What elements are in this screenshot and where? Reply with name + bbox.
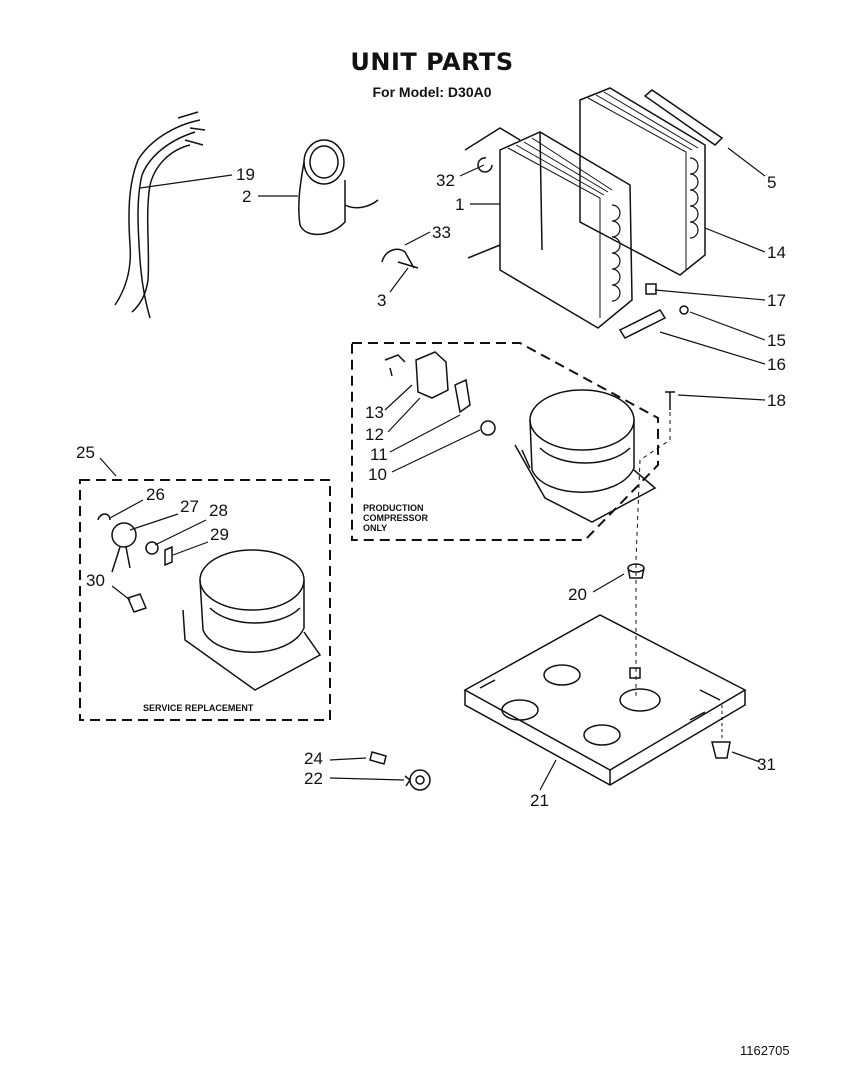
callout-11: 11 bbox=[370, 445, 388, 464]
relay-part bbox=[454, 378, 471, 414]
wire-clip-part bbox=[384, 354, 406, 377]
callout-30: 30 bbox=[86, 571, 105, 590]
callout-28: 28 bbox=[209, 501, 228, 520]
service-mount-part bbox=[126, 593, 148, 613]
callout-25: 25 bbox=[76, 443, 95, 462]
callout-26: 26 bbox=[146, 485, 165, 504]
production-compressor-part bbox=[514, 389, 657, 523]
callout-32: 32 bbox=[436, 171, 455, 190]
callout-24: 24 bbox=[304, 749, 323, 768]
callout-33: 33 bbox=[432, 223, 451, 242]
callout-18: 18 bbox=[767, 391, 786, 410]
small-clip-part bbox=[97, 513, 111, 521]
wiring-harness-part bbox=[114, 111, 206, 319]
screw-part bbox=[679, 305, 689, 315]
production-compressor-box bbox=[351, 342, 659, 541]
callout-15: 15 bbox=[767, 331, 786, 350]
overload-part bbox=[480, 420, 496, 436]
callout-22: 22 bbox=[304, 769, 323, 788]
callout-31: 31 bbox=[757, 755, 776, 774]
base-pan-part bbox=[463, 614, 747, 786]
callout-16: 16 bbox=[767, 355, 786, 374]
spring-part bbox=[369, 751, 387, 765]
callout-27: 27 bbox=[180, 497, 199, 516]
production-label-line3: ONLY bbox=[363, 523, 388, 533]
mount-screw-part bbox=[665, 391, 675, 410]
model-subtitle: For Model: D30A0 bbox=[372, 84, 492, 100]
leader-lines bbox=[99, 147, 766, 791]
seal-strip-part bbox=[643, 89, 724, 146]
ring-clip-part bbox=[477, 157, 493, 173]
callout-10: 10 bbox=[368, 465, 387, 484]
terminal-cover-part bbox=[111, 522, 137, 548]
document-number: 1162705 bbox=[740, 1043, 790, 1058]
callout-2: 2 bbox=[242, 187, 251, 206]
callout-labels: 19 2 33 3 32 1 5 14 17 15 16 18 13 12 11… bbox=[76, 165, 786, 810]
service-replacement-label: SERVICE REPLACEMENT bbox=[143, 703, 254, 713]
callout-12: 12 bbox=[365, 425, 384, 444]
foam-strip-part bbox=[618, 309, 667, 339]
axis-line bbox=[635, 412, 671, 700]
callout-21: 21 bbox=[530, 791, 549, 810]
clip-part bbox=[381, 248, 419, 269]
rubber-foot-part bbox=[711, 705, 731, 759]
grommet-part bbox=[627, 563, 645, 579]
service-compressor-part bbox=[182, 549, 322, 691]
coil-assembly-part bbox=[464, 87, 706, 329]
callout-20: 20 bbox=[568, 585, 587, 604]
cover-wires bbox=[111, 546, 131, 573]
production-compressor-label: PRODUCTION COMPRESSOR ONLY bbox=[363, 503, 428, 533]
relay-cover-part bbox=[415, 351, 449, 399]
callout-3: 3 bbox=[377, 291, 386, 310]
callout-19: 19 bbox=[236, 165, 255, 184]
production-label-line2: COMPRESSOR bbox=[363, 513, 429, 523]
callout-29: 29 bbox=[210, 525, 229, 544]
service-overload-part bbox=[164, 545, 173, 567]
service-replacement-box bbox=[79, 479, 331, 721]
callout-14: 14 bbox=[767, 243, 786, 262]
callout-13: 13 bbox=[365, 403, 384, 422]
production-label-line1: PRODUCTION bbox=[363, 503, 424, 513]
service-relay-part bbox=[145, 541, 159, 555]
damper-part bbox=[404, 769, 431, 791]
callout-1: 1 bbox=[455, 195, 464, 214]
page-title: UNIT PARTS bbox=[350, 48, 514, 76]
callout-5: 5 bbox=[767, 173, 776, 192]
duct-sleeve-part bbox=[298, 139, 379, 236]
callout-17: 17 bbox=[767, 291, 786, 310]
bracket-part bbox=[645, 283, 657, 295]
